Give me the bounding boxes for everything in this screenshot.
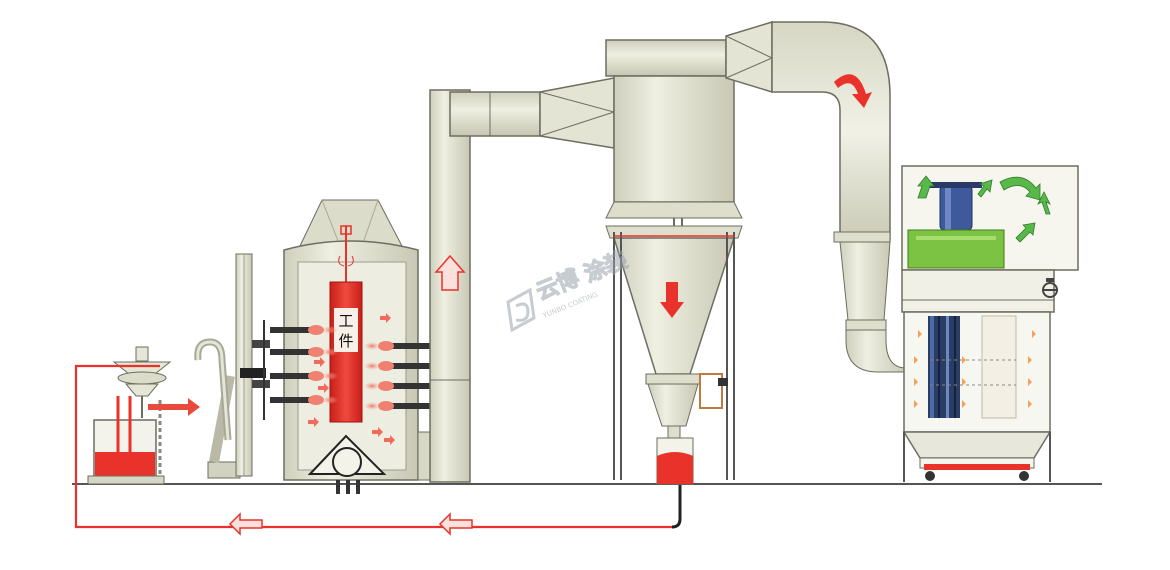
watermark-brand-suffix: 涂装 (581, 247, 632, 288)
dust-flow-arrows (914, 330, 1036, 408)
feed-arrow-icon (148, 398, 200, 416)
powder-supply-unit (87, 346, 200, 485)
left-spray-guns (270, 325, 338, 405)
fan-motor (907, 182, 1005, 269)
spray-booth: 工 件 (270, 199, 437, 494)
right-spray-guns (364, 341, 432, 411)
spray-gun-stand (194, 253, 270, 479)
curved-arrow-icon (834, 74, 872, 108)
riser-duct (429, 89, 471, 483)
left-arrow-icon (438, 512, 473, 536)
exhaust-duct (725, 20, 907, 373)
left-arrow-icon (228, 512, 263, 536)
workpiece-label-1: 工 (338, 312, 353, 330)
workpiece-label-2: 件 (338, 332, 353, 350)
cartridge-filter-unit (901, 165, 1079, 482)
up-arrow-icon (434, 254, 466, 291)
cyclone-inlet-duct (449, 77, 616, 149)
powder-return-line (74, 364, 682, 536)
cyclone-separator (605, 39, 743, 485)
filter-cartridges (928, 315, 1017, 419)
collection-bucket (656, 425, 694, 485)
watermark-logo: 云博 涂装 YUNBO COATING (506, 246, 632, 333)
powder-tank (93, 396, 157, 479)
down-arrow-icon (660, 282, 684, 318)
powder-flow-arrows (308, 313, 395, 445)
